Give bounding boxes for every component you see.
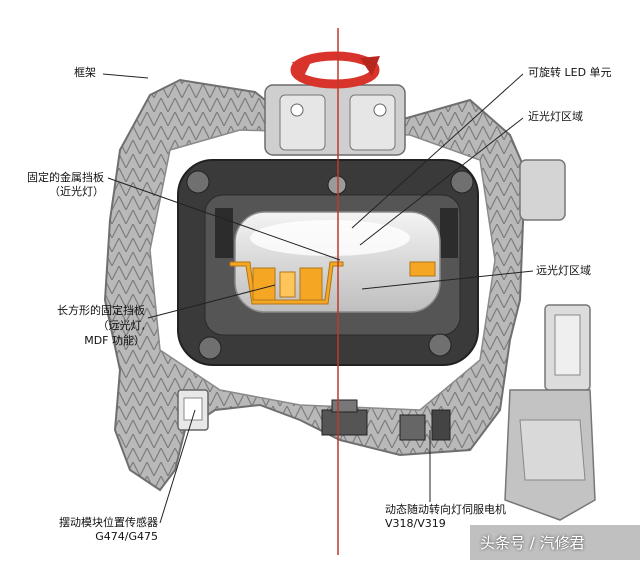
label-fixed-shield-2: （近光灯） [49,185,104,198]
label-motor-2: V318/V319 [385,517,446,530]
callout-lines [102,73,534,524]
orange-shields [229,261,436,305]
top-pivot [264,84,406,156]
label-rect-shield-3: MDF 功能） [84,334,145,347]
label-low-beam-area: 近光灯区域 [528,110,583,123]
label-sensor-2: G474/G475 [95,530,158,543]
label-rect-shield-1: 长方形的固定挡板 [57,304,145,317]
label-sensor-1: 摆动模块位置传感器 [59,516,158,529]
label-rotatable-led: 可旋转 LED 单元 [528,66,612,79]
label-high-beam-area: 远光灯区域 [536,264,591,277]
right-bracket [504,159,596,521]
label-rect-shield-2: （远光灯, [97,319,146,332]
position-sensor [177,389,209,431]
label-motor-1: 动态随动转向灯伺服电机 [385,503,506,516]
label-fixed-shield-1: 固定的金属挡板 [27,171,104,184]
motor [321,399,451,441]
watermark-bg [470,525,640,560]
label-frame: 框架 [74,66,96,79]
watermark: 头条号 / 汽修君 [480,534,585,552]
rotation-arrow [290,51,380,89]
